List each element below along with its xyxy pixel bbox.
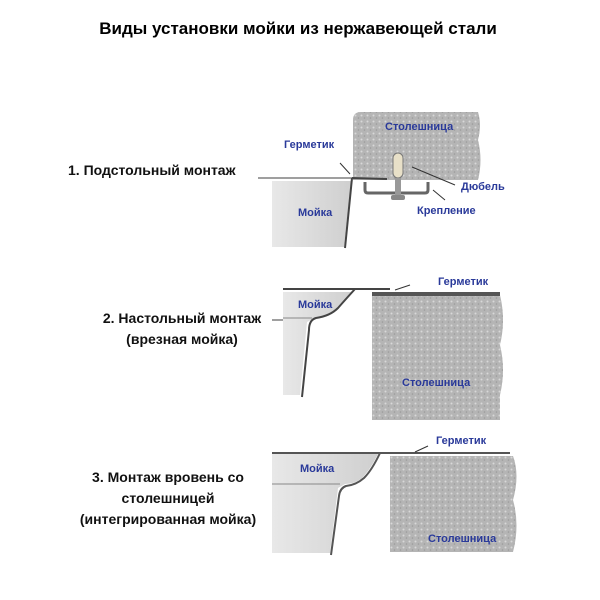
countertop	[372, 295, 503, 420]
sink-body	[272, 181, 351, 247]
diagram-title: Виды установки мойки из нержавеющей стал…	[99, 19, 497, 38]
section-3-label-line2: столешницей	[122, 490, 215, 506]
section-2-label-line1: 2. Настольный монтаж	[103, 310, 262, 326]
section-1-label: 1. Подстольный монтаж	[68, 162, 237, 178]
section-flush-mount: 3. Монтаж вровень со столешницей (интегр…	[80, 435, 517, 556]
section-3-label-line3: (интегрированная мойка)	[80, 511, 256, 527]
sink-label: Мойка	[298, 207, 333, 219]
sealant-pointer	[394, 284, 411, 291]
countertop-label: Столешница	[385, 121, 454, 133]
fastener-pointer	[432, 189, 446, 201]
fastener-label: Крепление	[417, 205, 476, 217]
sink-rim	[272, 452, 510, 556]
section-drop-in: 2. Настольный монтаж (врезная мойка) Гер…	[103, 276, 503, 420]
dowel-label: Дюбель	[461, 181, 505, 193]
sink-label: Мойка	[300, 463, 335, 475]
sink-body	[272, 454, 378, 553]
sealant-pointer	[414, 445, 429, 453]
dowel	[392, 152, 404, 179]
sealant-label: Герметик	[284, 139, 335, 151]
sink-flange	[344, 177, 388, 249]
section-2-label-line2: (врезная мойка)	[126, 331, 238, 347]
countertop	[390, 456, 517, 552]
countertop	[353, 112, 481, 180]
screw	[395, 178, 401, 196]
dowel-pointer	[411, 166, 456, 186]
section-3-label-line1: 3. Монтаж вровень со	[92, 469, 244, 485]
sealant-strip	[372, 292, 500, 296]
sealant-label: Герметик	[436, 435, 487, 447]
sink-label: Мойка	[298, 299, 333, 311]
countertop-label: Столешница	[402, 377, 471, 389]
screw-head	[391, 195, 405, 200]
section-undermount: 1. Подстольный монтаж Столешница Гермети…	[68, 112, 505, 249]
sink-rim	[283, 288, 390, 398]
sealant-pointer	[339, 162, 351, 175]
countertop-label: Столешница	[428, 533, 497, 545]
sealant-label: Герметик	[438, 276, 489, 288]
